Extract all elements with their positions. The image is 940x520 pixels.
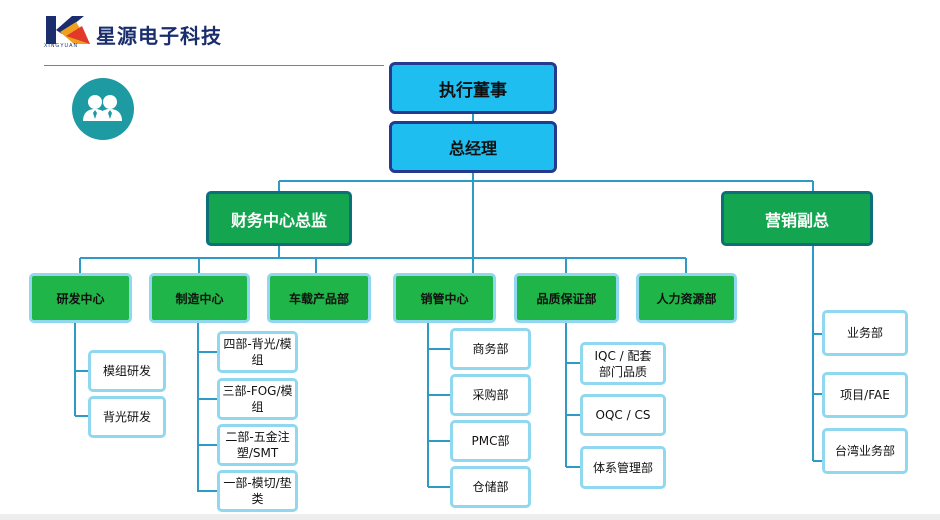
manufacturing-unit-3[interactable]: 三部-FOG/模组 bbox=[217, 378, 298, 420]
sales-management-center-node[interactable]: 销管中心 bbox=[393, 273, 496, 323]
quality-unit-iqc[interactable]: IQC / 配套部门品质 bbox=[580, 342, 666, 385]
general-manager-node[interactable]: 总经理 bbox=[389, 121, 557, 173]
sales-mgmt-unit-purchasing[interactable]: 采购部 bbox=[450, 374, 531, 416]
rd-unit-backlight[interactable]: 背光研发 bbox=[88, 396, 166, 438]
people-group-icon bbox=[72, 78, 134, 140]
k-logo-icon bbox=[44, 14, 92, 50]
rd-center-node[interactable]: 研发中心 bbox=[29, 273, 132, 323]
sales-mgmt-unit-business[interactable]: 商务部 bbox=[450, 328, 531, 370]
sales-vp-unit-taiwan[interactable]: 台湾业务部 bbox=[822, 428, 908, 474]
manufacturing-center-node[interactable]: 制造中心 bbox=[149, 273, 250, 323]
company-name: 星源电子科技 bbox=[96, 24, 222, 48]
manufacturing-unit-2[interactable]: 二部-五金注塑/SMT bbox=[217, 424, 298, 466]
quality-unit-oqc[interactable]: OQC / CS bbox=[580, 394, 666, 436]
header-divider bbox=[44, 65, 384, 66]
executive-director-node[interactable]: 执行董事 bbox=[389, 62, 557, 114]
manufacturing-unit-4[interactable]: 四部-背光/模组 bbox=[217, 331, 298, 373]
automotive-products-node[interactable]: 车载产品部 bbox=[267, 273, 371, 323]
sales-vp-unit-project-fae[interactable]: 项目/FAE bbox=[822, 372, 908, 418]
sales-vp-node[interactable]: 营销副总 bbox=[721, 191, 873, 246]
human-resources-node[interactable]: 人力资源部 bbox=[636, 273, 737, 323]
footer-bar bbox=[0, 514, 940, 520]
manufacturing-unit-1[interactable]: 一部-模切/垫类 bbox=[217, 470, 298, 512]
quality-unit-system[interactable]: 体系管理部 bbox=[580, 446, 666, 489]
sales-mgmt-unit-pmc[interactable]: PMC部 bbox=[450, 420, 531, 462]
rd-unit-module[interactable]: 模组研发 bbox=[88, 350, 166, 392]
quality-assurance-node[interactable]: 品质保证部 bbox=[514, 273, 619, 323]
sales-vp-unit-business[interactable]: 业务部 bbox=[822, 310, 908, 356]
sales-mgmt-unit-warehouse[interactable]: 仓储部 bbox=[450, 466, 531, 508]
logo-subtext: XINGYUAN bbox=[44, 43, 79, 49]
finance-director-node[interactable]: 财务中心总监 bbox=[206, 191, 352, 246]
